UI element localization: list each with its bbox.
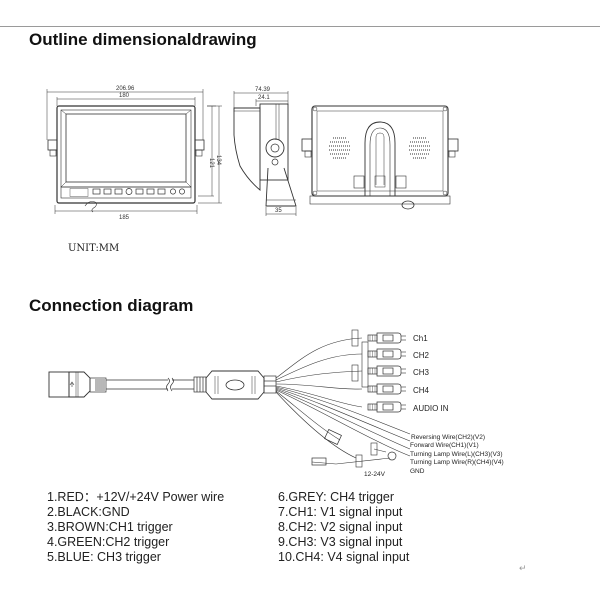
unit-label: UNIT:MM xyxy=(68,243,120,254)
wire-label-turn-left: Turning Lamp Wire(L)(CH3)(V3) xyxy=(410,451,503,458)
legend-item: 3.BROWN:CH1 trigger xyxy=(47,520,173,534)
dim-body-depth: 24.1 xyxy=(258,95,270,101)
wire-label-reversing: Reversing Wire(CH2)(V2) xyxy=(411,434,485,441)
rca-label-ch3: CH3 xyxy=(413,368,430,377)
rca-label-ch2: CH2 xyxy=(413,351,430,360)
side-view-drawing xyxy=(233,91,297,216)
rca-connector xyxy=(367,383,406,395)
back-view-drawing xyxy=(301,105,459,210)
rca-connector xyxy=(367,401,406,413)
legend-item: 5.BLUE: CH3 trigger xyxy=(47,550,161,564)
wire-label-turn-right: Turning Lamp Wire(R)(CH4)(V4) xyxy=(410,459,504,466)
dim-overall-width: 206.96 xyxy=(116,86,135,92)
legend-item: 1.RED：+12V/+24V Power wire xyxy=(47,490,225,504)
legend-item: 10.CH4: V4 signal input xyxy=(278,550,410,564)
dim-bottom-width: 185 xyxy=(119,215,130,221)
rca-label-ch1: Ch1 xyxy=(413,334,428,343)
paragraph-return-mark: ↵ xyxy=(519,563,527,573)
legend-item: 9.CH3: V3 signal input xyxy=(278,535,403,549)
rca-connector xyxy=(367,365,406,377)
legend-item: 7.CH1: V1 signal input xyxy=(278,505,403,519)
rca-label-ch4: CH4 xyxy=(413,386,430,395)
connection-harness-drawing xyxy=(48,329,411,468)
dim-base-width: 35 xyxy=(275,208,282,214)
rca-connector xyxy=(367,332,406,344)
connection-section-title: Connection diagram xyxy=(29,296,194,315)
top-divider xyxy=(0,26,600,27)
power-voltage-label: 12-24V xyxy=(364,471,386,478)
dim-side-depth: 74.39 xyxy=(255,87,271,93)
front-view-drawing xyxy=(46,89,222,214)
rca-label-audio-in: AUDIO IN xyxy=(413,404,449,413)
legend-item: 2.BLACK:GND xyxy=(47,505,130,519)
legend-left-column: 1.RED：+12V/+24V Power wire 2.BLACK:GND 3… xyxy=(47,490,224,565)
rca-connector xyxy=(367,348,406,360)
legend-item: 6.GREY: CH4 trigger xyxy=(278,490,395,504)
dim-bezel-width: 180 xyxy=(119,93,130,99)
outline-section-title: Outline dimensionaldrawing xyxy=(29,30,257,49)
wire-label-forward: Forward Wire(CH1)(V1) xyxy=(410,442,479,449)
legend-item: 4.GREEN:CH2 trigger xyxy=(47,535,170,549)
dim-height-inner: 121 xyxy=(208,158,214,169)
dim-height-outer: 134 xyxy=(215,155,221,166)
legend-right-column: 6.GREY: CH4 trigger 7.CH1: V1 signal inp… xyxy=(278,490,409,565)
legend-item: 8.CH2: V2 signal input xyxy=(278,520,403,534)
wire-label-gnd: GND xyxy=(410,468,425,475)
